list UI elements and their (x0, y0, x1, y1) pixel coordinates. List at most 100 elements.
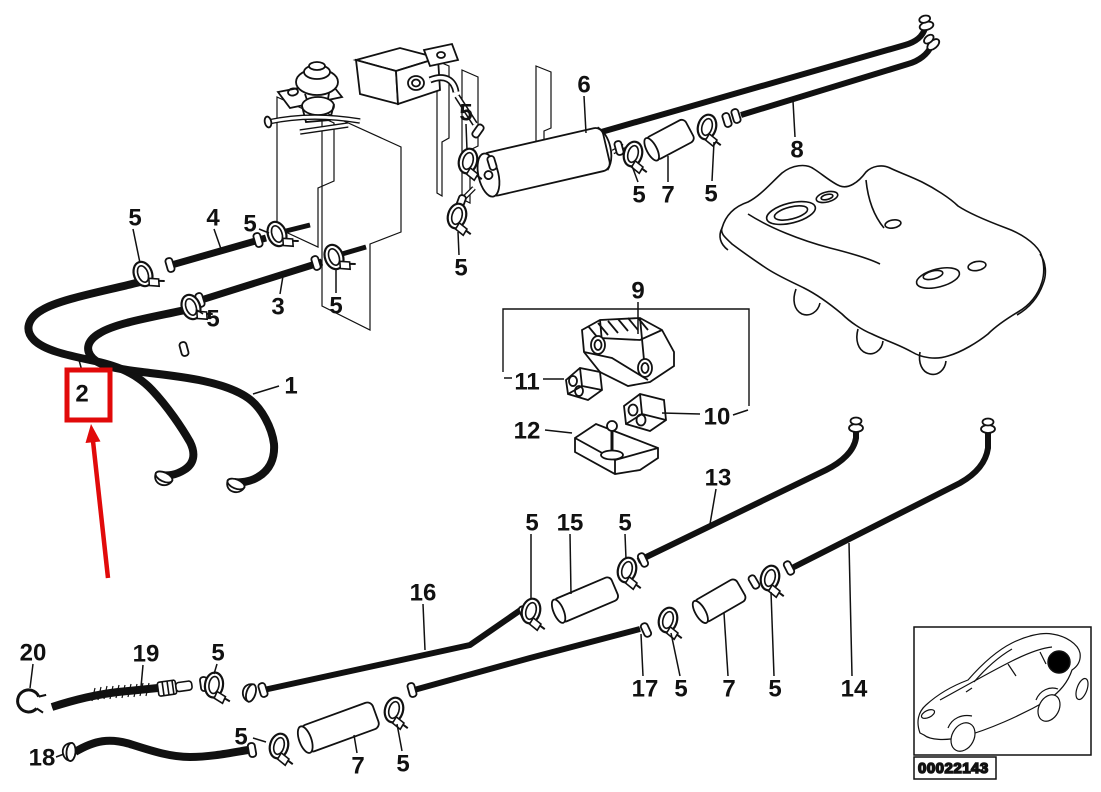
leader-line-5 (252, 737, 267, 743)
leader-line-5 (213, 663, 218, 675)
hose-clamps-layer (16, 113, 785, 767)
leader-line-20 (29, 663, 34, 689)
leader-line-4 (213, 228, 222, 250)
car-outline (917, 632, 1089, 752)
leader-line-5 (711, 141, 715, 182)
hose-clamp (132, 260, 165, 288)
code-box (913, 756, 997, 780)
hose-19 (50, 679, 193, 711)
callout-14-28: 14 (841, 676, 868, 703)
leader-line-19 (140, 664, 144, 688)
hose-clamp (520, 597, 546, 632)
pipe-fitting-ring (178, 341, 190, 357)
hose-18 (72, 736, 249, 762)
highlight-arrow-head (85, 424, 101, 443)
pipe-caps-layer (61, 14, 996, 763)
leader-line-17 (640, 633, 644, 677)
callout-7-34: 7 (351, 753, 364, 780)
hose-clamp (180, 293, 213, 321)
leader-line-5 (396, 723, 403, 752)
callout-16-23: 16 (410, 580, 437, 607)
pipe-fitting-ring (252, 232, 264, 248)
callout-5-27: 5 (768, 676, 781, 703)
callout-7-26: 7 (722, 676, 735, 703)
diagram-code: 00022143 (918, 760, 989, 777)
callout-5-22: 5 (618, 510, 631, 537)
hose-clamp (446, 202, 472, 237)
callout-17-24: 17 (632, 676, 659, 703)
leader-line-16 (422, 603, 426, 651)
leader-line-5 (670, 632, 681, 677)
leader-line-5 (457, 231, 460, 256)
hose-7-top (643, 118, 695, 162)
bracket-9 (581, 317, 675, 387)
callout-6-8: 6 (577, 72, 590, 99)
leader-line-15 (569, 533, 572, 595)
callout-12-18: 12 (514, 418, 541, 445)
pipe-fitting-ring (747, 574, 761, 590)
callout-11-16: 11 (514, 369, 539, 396)
leader-lines-layer (29, 95, 853, 758)
callout-18-32: 18 (29, 745, 56, 772)
hose-clamp (616, 556, 642, 591)
leader-line-5 (132, 228, 141, 264)
pipe-fitting-ring (406, 682, 418, 698)
pipe-fitting-ring (164, 257, 176, 273)
hose-3 (196, 244, 367, 305)
callout-5-10: 5 (459, 100, 472, 127)
callout-8-9: 8 (790, 137, 803, 164)
callout-5-13: 5 (704, 181, 717, 208)
pipe-fitting-ring (257, 682, 269, 698)
leader-line-14 (848, 542, 853, 677)
leader-line-18 (55, 753, 65, 758)
leader-line-10 (732, 409, 749, 416)
hose-clamp (383, 696, 409, 731)
hose-15 (550, 576, 619, 624)
leader-line-13 (709, 488, 717, 525)
hose-1 (84, 304, 279, 487)
hose-clamp (622, 140, 648, 175)
return-pipe-8 (740, 44, 934, 118)
pipe-fitting-ring (639, 622, 653, 638)
callout-5-35: 5 (396, 751, 409, 778)
pipe-fitting-ring (310, 255, 322, 271)
callout-5-2: 5 (243, 211, 256, 238)
hose-clamp (323, 243, 356, 271)
leader-line-7 (353, 734, 358, 754)
highlight-layer (64, 367, 113, 579)
leader-line-3 (279, 275, 284, 295)
callout-13-19: 13 (705, 465, 732, 492)
callout-5-5: 5 (206, 306, 219, 333)
pressure-regulator-assembly (263, 42, 478, 135)
hose-clamp (16, 688, 47, 714)
hose-4 (167, 222, 311, 270)
callout-5-4: 5 (329, 293, 342, 320)
leader-line-5 (770, 591, 775, 677)
fitting-rings-layer (164, 108, 796, 758)
callout-5-33: 5 (234, 724, 247, 751)
connector-11 (565, 367, 603, 401)
callout-5-31: 5 (211, 640, 224, 667)
callout-5-20: 5 (525, 510, 538, 537)
pipe-fitting-ring (471, 123, 485, 139)
highlight-box-part-2 (64, 367, 113, 423)
hose-clamp (657, 606, 683, 641)
leader-line-5 (465, 123, 468, 151)
bracket-group-box (502, 308, 750, 406)
pipe-end-cap (918, 14, 935, 32)
hose-7-mid (691, 578, 747, 624)
pipe-end-cap (848, 416, 864, 433)
pipe-end-cap (980, 417, 996, 434)
pipe-fitting-ring (730, 108, 742, 124)
callout-3-3: 3 (271, 294, 284, 321)
callout-9-15: 9 (631, 278, 644, 305)
pipe-fitting-ring (636, 552, 650, 568)
connector-10 (623, 393, 667, 432)
pipe-16 (258, 606, 524, 694)
hose-end-cap (154, 470, 174, 487)
leader-line-12 (544, 429, 573, 434)
callout-5-0: 5 (128, 205, 141, 232)
callout-15-21: 15 (557, 510, 584, 537)
car-locator-inset: 00022143 (913, 626, 1092, 780)
